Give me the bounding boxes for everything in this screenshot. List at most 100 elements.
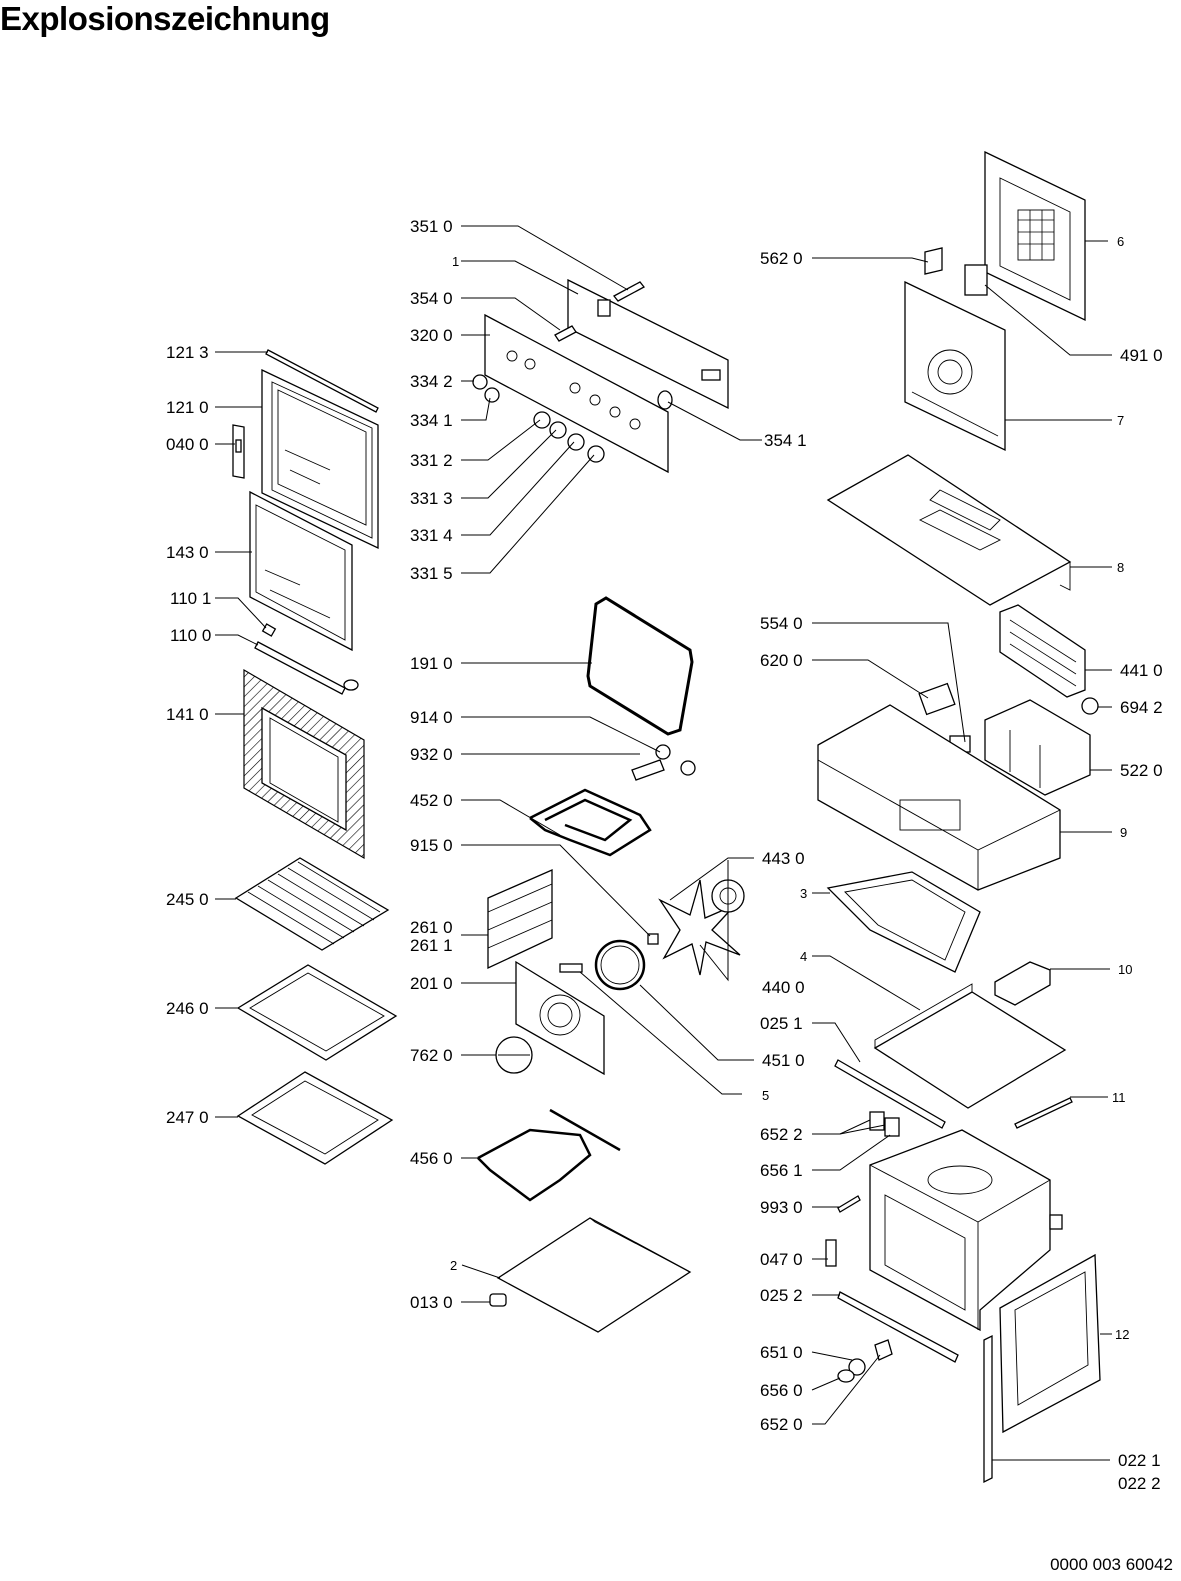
label-7: 7 (1117, 413, 1124, 428)
housing-assembly (817, 150, 1101, 1484)
knob-334-2 (472, 374, 488, 390)
rear-cover (984, 150, 1086, 322)
air-duct-cover (994, 961, 1051, 1006)
base-plate (873, 991, 1067, 1109)
label-3: 3 (800, 886, 807, 901)
terminal-914 (655, 744, 671, 760)
label-334-2: 334 2 (410, 372, 453, 391)
fan-capacitor (1081, 697, 1099, 715)
lamp-glass (837, 1369, 855, 1383)
inner-glass-panel (249, 490, 353, 652)
label-354-0: 354 0 (410, 289, 453, 308)
terminal-block (918, 682, 956, 716)
label-554-0: 554 0 (760, 614, 803, 633)
lamp-cover (884, 1117, 900, 1137)
fan-blade (658, 879, 741, 976)
label-562-0: 562 0 (760, 249, 803, 268)
label-651-0: 651 0 (760, 1343, 803, 1362)
cable-clamp (924, 247, 943, 275)
label-022-1: 022 1 (1118, 1451, 1161, 1470)
label-331-4: 331 4 (410, 526, 453, 545)
label-12: 12 (1115, 1327, 1129, 1342)
label-334-1: 334 1 (410, 411, 453, 430)
wire-rack (234, 857, 390, 951)
label-451-0: 451 0 (762, 1051, 805, 1070)
top-heating-element (529, 788, 652, 857)
control-panel-assembly (472, 278, 729, 474)
element-bushing (647, 933, 659, 945)
label-022-2: 022 2 (1118, 1474, 1161, 1493)
label-1: 1 (452, 254, 459, 269)
deep-tray (236, 1071, 394, 1165)
control-chassis (817, 704, 1061, 891)
label-443-0: 443 0 (762, 849, 805, 868)
label-331-3: 331 3 (410, 489, 453, 508)
drawing-number: 0000 003 60042 (1050, 1555, 1173, 1574)
label-331-5: 331 5 (410, 564, 453, 583)
screw (837, 1195, 861, 1213)
label-456-0: 456 0 (410, 1149, 453, 1168)
label-993-0: 993 0 (760, 1198, 803, 1217)
lamp-lens (657, 390, 673, 410)
glass-clip (261, 623, 277, 637)
label-025-1: 025 1 (760, 1014, 803, 1033)
left-slide-rail (834, 1059, 946, 1129)
label-652-0: 652 0 (760, 1415, 803, 1434)
label-013-0: 013 0 (410, 1293, 453, 1312)
label-191-0: 191 0 (410, 654, 453, 673)
sealing-strip (1014, 1097, 1073, 1129)
oven-gasket (586, 596, 694, 736)
side-trim-strip (983, 1334, 993, 1484)
label-932-0: 932 0 (410, 745, 453, 764)
label-2: 2 (450, 1258, 457, 1273)
leader-lines (215, 225, 1112, 1461)
label-331-2: 331 2 (410, 451, 453, 470)
label-247-0: 247 0 (166, 1108, 209, 1127)
label-440-0: 440 0 (762, 978, 805, 997)
thermal-cutout (964, 264, 988, 296)
part-labels: 351 0 1 354 0 320 0 121 3 121 0 040 0 33… (166, 217, 1163, 1493)
label-5: 5 (762, 1088, 769, 1103)
door-top-strip (265, 349, 379, 413)
label-11: 11 (1112, 1090, 1126, 1105)
label-261-0: 261 0 (410, 918, 453, 937)
glass-rail (254, 641, 346, 695)
label-762-0: 762 0 (410, 1046, 453, 1065)
label-110-0: 110 0 (170, 626, 211, 645)
door-switch-pin (613, 281, 645, 302)
side-panel (999, 1253, 1101, 1434)
label-694-2: 694 2 (1120, 698, 1163, 717)
label-047-0: 047 0 (760, 1250, 803, 1269)
door-inner-window (277, 389, 367, 526)
label-121-3: 121 3 (166, 343, 209, 362)
switch-block (984, 699, 1091, 796)
baking-tray (236, 964, 398, 1061)
label-452-0: 452 0 (410, 791, 453, 810)
label-652-2: 652 2 (760, 1125, 803, 1144)
knob-331-3 (549, 421, 567, 439)
label-491-0: 491 0 (1120, 346, 1163, 365)
page-title: Explosionszeichnung (0, 0, 330, 37)
label-915-0: 915 0 (410, 836, 453, 855)
side-shelf-rail (487, 869, 553, 970)
door-outer-frame (261, 368, 379, 550)
label-914-0: 914 0 (410, 708, 453, 727)
label-351-0: 351 0 (410, 217, 453, 236)
cooling-fan (999, 604, 1086, 698)
label-656-1: 656 1 (760, 1161, 803, 1180)
door-assembly (232, 349, 379, 860)
terminal-932 (680, 760, 696, 776)
foot (489, 1293, 507, 1307)
label-141-0: 141 0 (166, 705, 209, 724)
top-cover (826, 454, 1072, 606)
label-620-0: 620 0 (760, 651, 803, 670)
label-261-1: 261 1 (410, 936, 453, 955)
label-9: 9 (1120, 825, 1127, 840)
label-656-0: 656 0 (760, 1381, 803, 1400)
label-121-0: 121 0 (166, 398, 209, 417)
label-245-0: 245 0 (166, 890, 209, 909)
bottom-heating-element (477, 1108, 621, 1202)
oven-cavity (869, 1129, 1051, 1332)
oven-back-wall (904, 280, 1006, 452)
label-320-0: 320 0 (410, 326, 453, 345)
